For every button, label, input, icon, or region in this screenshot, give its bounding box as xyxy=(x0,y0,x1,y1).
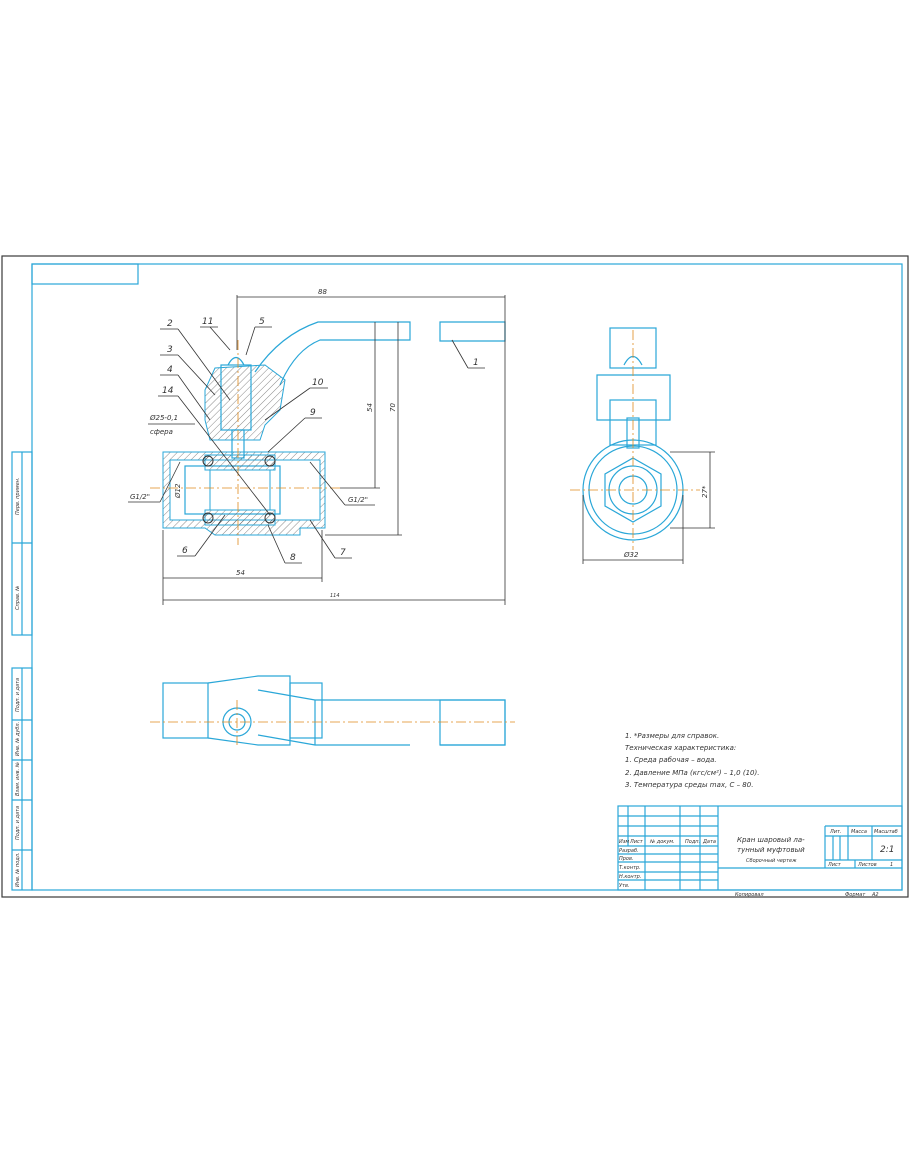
corner-stamp xyxy=(31,263,139,285)
seal-ring xyxy=(264,512,276,524)
strip-label: Взам. инв. № xyxy=(15,762,21,796)
stamp-header: Изм xyxy=(619,839,629,845)
doc-type: Сборочный чертеж xyxy=(746,858,797,864)
callout-7: 7 xyxy=(340,548,346,558)
strip-label: Инв. № подл. xyxy=(15,853,21,888)
seal-ring xyxy=(264,455,276,467)
note-line: 1. Среда рабочая – вода. xyxy=(625,756,717,764)
stamp-row: Пров. xyxy=(619,856,634,862)
sheet-border xyxy=(1,255,909,898)
handle-hub xyxy=(204,364,286,441)
sphere-label: сфера xyxy=(150,428,173,436)
note-line: Техническая характеристика: xyxy=(625,744,736,752)
stamp-row: Разраб. xyxy=(619,848,639,854)
drawing-title: тунный муфтовый xyxy=(737,846,805,854)
strip-label: Перв. примен. xyxy=(15,477,21,515)
callout-4: 4 xyxy=(167,365,173,375)
strip-label: Подп. и дата xyxy=(15,678,21,712)
technical-notes: 1. *Размеры для справок. Техническая хар… xyxy=(625,732,759,789)
sheet-label: Лист xyxy=(827,862,842,868)
thread-left: G1/2" xyxy=(130,493,150,501)
dim-88: 88 xyxy=(318,288,327,296)
stamp-row: Н.контр. xyxy=(619,874,641,880)
side-strip: Перв. примен. Справ. № Подп. и дата Инв.… xyxy=(11,451,33,891)
format-value: А2 xyxy=(871,892,879,898)
dim-bore: Ø12 xyxy=(174,483,182,499)
callout-14: 14 xyxy=(162,386,174,396)
callout-2: 2 xyxy=(167,319,173,329)
dimensions: 88 54 114 54 70 G1/2" G1/2" Ø12 Ø25-0,1 … xyxy=(128,288,506,605)
dim-114: 114 xyxy=(330,593,340,599)
dim-54: 54 xyxy=(236,569,245,577)
scale-label: Масштаб xyxy=(874,829,898,835)
front-section-view xyxy=(150,321,506,545)
callouts: 2 3 4 14 11 5 10 9 6 8 7 1 xyxy=(158,317,485,564)
drawing-frame xyxy=(31,263,903,891)
strip-label: Инв. № дубл. xyxy=(15,722,21,756)
note-line: 2. Давление МПа (кгс/см²) – 1,0 (10). xyxy=(625,769,759,777)
handle xyxy=(254,321,411,386)
note-line: 1. *Размеры для справок. xyxy=(625,732,719,740)
stamp-header: Подп. xyxy=(685,839,700,845)
callout-11: 11 xyxy=(202,317,213,327)
callout-3: 3 xyxy=(167,345,173,355)
dim-70: 70 xyxy=(389,403,397,412)
copied-label: Копировал xyxy=(735,892,764,898)
callout-5: 5 xyxy=(259,317,265,327)
callout-1: 1 xyxy=(473,358,479,368)
callout-8: 8 xyxy=(290,553,296,563)
dim-54-vertical: 54 xyxy=(366,403,374,412)
stamp-header: Дата xyxy=(702,839,716,845)
mass-label: Масса xyxy=(851,829,867,835)
side-view: 27* Ø32 xyxy=(570,327,715,564)
ball-top xyxy=(204,454,276,471)
note-line: 3. Температура среды max, С – 80. xyxy=(625,781,753,789)
strip-label: Подп. и дата xyxy=(15,806,21,840)
handle-end xyxy=(439,321,506,342)
dim-27: 27* xyxy=(701,485,709,498)
top-view xyxy=(150,675,515,746)
callout-10: 10 xyxy=(312,378,324,388)
dim-sphere: Ø25-0,1 xyxy=(149,414,178,422)
drawing-title: Кран шаровый ла- xyxy=(737,836,805,844)
format-label: Формат xyxy=(845,892,866,898)
seal-ring xyxy=(202,455,214,467)
strip-label: Справ. № xyxy=(15,586,21,610)
sheets-label: Листов xyxy=(857,862,877,868)
scale-value: 2:1 xyxy=(880,845,894,855)
thread-right: G1/2" xyxy=(348,496,368,504)
title-block: Изм Лист № докум. Подп. Дата Разраб. Про… xyxy=(617,805,903,898)
seal-ring xyxy=(202,512,214,524)
callout-9: 9 xyxy=(310,408,316,418)
sheets-count: 1 xyxy=(890,862,893,868)
lit-label: Лит. xyxy=(829,829,842,835)
callout-6: 6 xyxy=(182,546,188,556)
screw-head xyxy=(227,356,245,366)
dim-32: Ø32 xyxy=(623,551,639,559)
stamp-header: Лист xyxy=(629,839,644,845)
stamp-header: № докум. xyxy=(649,839,675,845)
ball-bottom xyxy=(204,509,276,526)
stamp-row: Утв. xyxy=(619,883,630,889)
stamp-row: Т.контр. xyxy=(619,865,641,871)
